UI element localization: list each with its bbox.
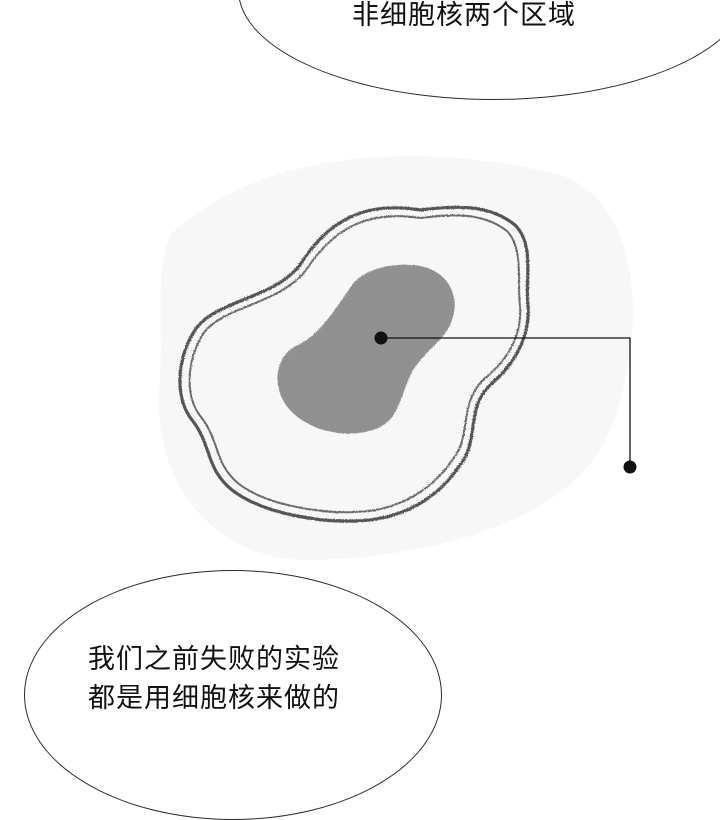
pointer-end-dot (623, 460, 637, 474)
speech-text-top: 非细胞核两个区域 (352, 0, 576, 31)
pointer-start-dot (374, 331, 388, 345)
speech-text-bottom-line-1: 我们之前失败的实验 (88, 644, 340, 675)
nucleus-pointer (374, 331, 637, 474)
cell-membrane (178, 205, 530, 523)
speech-text-bottom-line-2: 都是用细胞核来做的 (88, 683, 340, 714)
cell-illustration (178, 205, 637, 523)
nucleus (277, 264, 455, 434)
